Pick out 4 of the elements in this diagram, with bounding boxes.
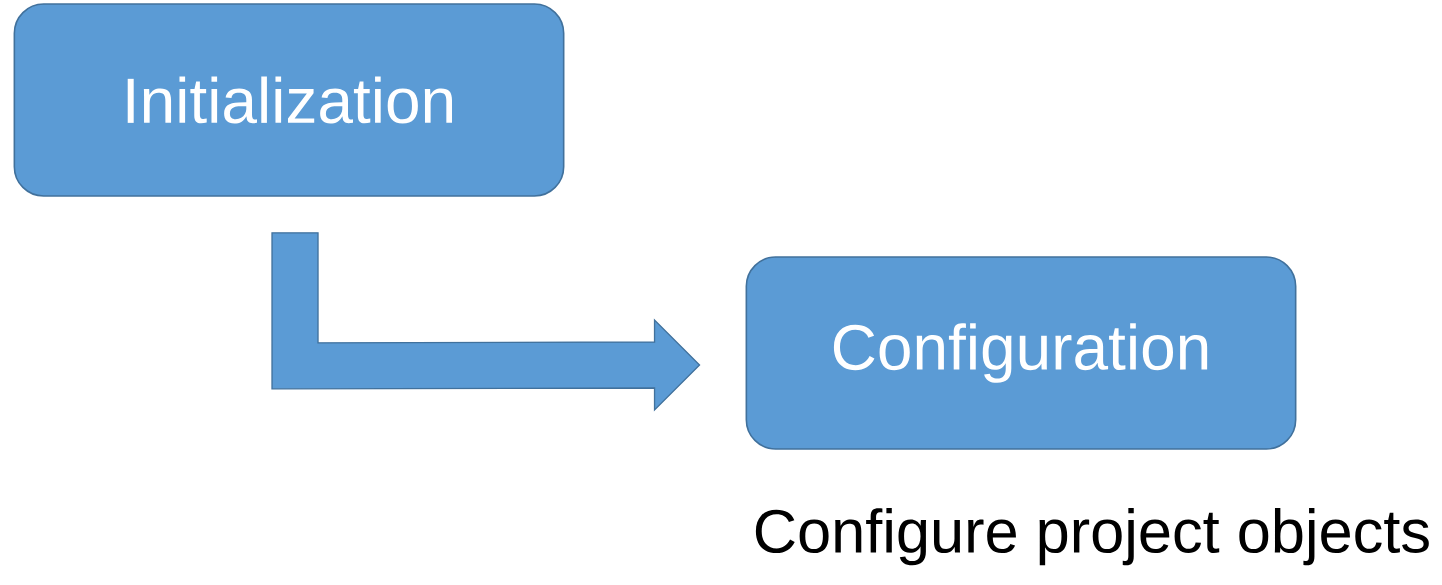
process-box: Initialization xyxy=(13,3,565,197)
bent-arrow xyxy=(271,232,701,412)
process-box: Configuration xyxy=(745,256,1297,450)
node-label: Configure project objects xyxy=(755,508,1429,566)
